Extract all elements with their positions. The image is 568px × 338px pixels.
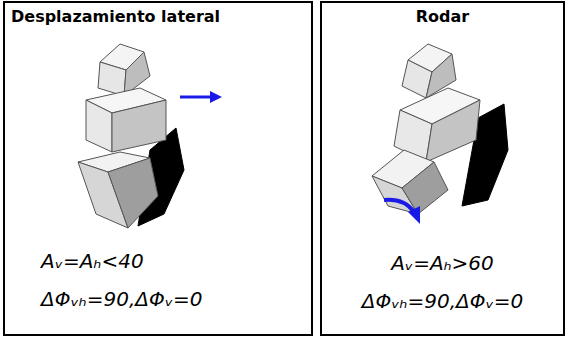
formula: ΔΦᵥₕ=90,ΔΦᵥ=0 (41, 287, 203, 311)
panel-title: Rodar (416, 7, 469, 26)
panel-title: Desplazamiento lateral (11, 7, 220, 26)
panel-box: Desplazamiento lateralAᵥ=Aₕ<40ΔΦᵥₕ=90,ΔΦ… (3, 1, 313, 336)
formula: Aᵥ=Aₕ>60 (391, 251, 494, 275)
formula: ΔΦᵥₕ=90,ΔΦᵥ=0 (362, 289, 524, 313)
formula: Aᵥ=Aₕ<40 (41, 249, 144, 273)
panel-box: RodarAᵥ=Aₕ>60ΔΦᵥₕ=90,ΔΦᵥ=0 (320, 1, 565, 336)
